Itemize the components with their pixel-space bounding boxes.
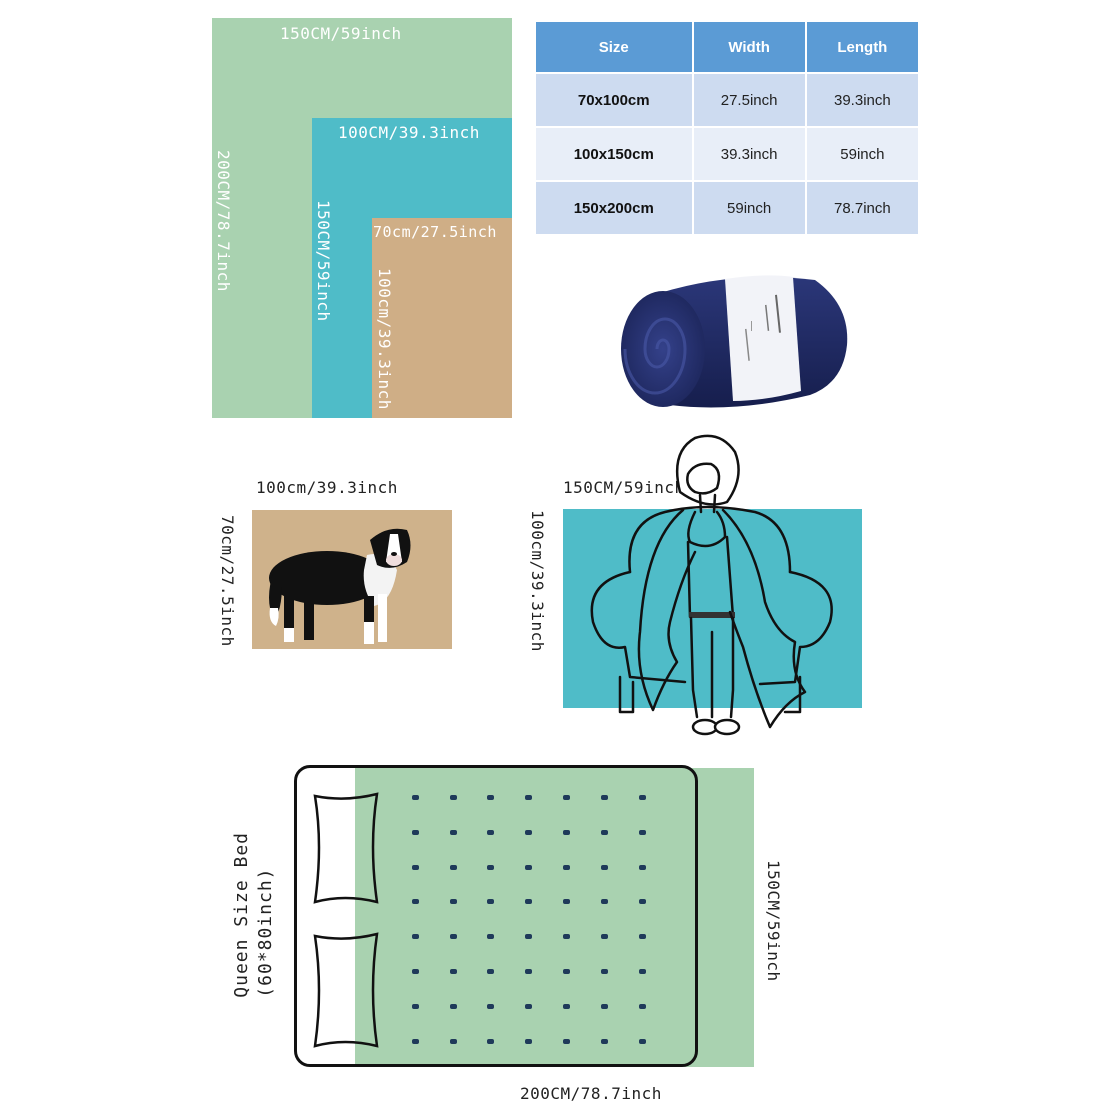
cell-size: 150x200cm <box>536 182 692 234</box>
cell-length: 39.3inch <box>806 74 918 126</box>
small-width-label: 70cm/27.5inch <box>373 223 497 241</box>
large-width-label: 150CM/59inch <box>280 24 402 43</box>
bed-blanket-width-label: 200CM/78.7inch <box>520 1084 662 1103</box>
bed-size-label: Queen Size Bed (60*80inch) <box>230 832 278 998</box>
person-in-chair-icon <box>585 432 845 737</box>
large-height-label: 200CM/78.7inch <box>214 150 233 292</box>
bed-blanket <box>355 768 754 1067</box>
header-width: Width <box>693 22 805 72</box>
cell-width: 59inch <box>693 182 805 234</box>
bed-name: Queen Size Bed <box>231 832 252 998</box>
cell-width: 39.3inch <box>693 128 805 180</box>
dog-blanket-panel <box>252 510 452 649</box>
cell-width: 27.5inch <box>693 74 805 126</box>
blanket-dot-pattern <box>412 795 646 1044</box>
bed-dims: (60*80inch) <box>255 867 276 998</box>
rolled-blanket-image <box>615 265 855 415</box>
dog-icon <box>269 528 411 644</box>
small-height-label: 100cm/39.3inch <box>375 268 394 410</box>
table-header-row: Size Width Length <box>536 22 918 72</box>
medium-height-label: 150CM/59inch <box>314 200 333 322</box>
cell-length: 59inch <box>806 128 918 180</box>
table-row: 70x100cm 27.5inch 39.3inch <box>536 74 918 126</box>
medium-width-label: 100CM/39.3inch <box>338 123 480 142</box>
bed-blanket-height-label: 150CM/59inch <box>764 860 783 982</box>
pillows-icon <box>305 790 385 1060</box>
blanket-size-small <box>372 218 512 418</box>
dog-width-label: 100cm/39.3inch <box>256 478 398 497</box>
queen-bed-outline <box>294 765 698 1067</box>
dog-height-label: 70cm/27.5inch <box>218 515 237 647</box>
table-row: 100x150cm 39.3inch 59inch <box>536 128 918 180</box>
person-height-label: 100cm/39.3inch <box>528 510 547 652</box>
person-width-label: 150CM/59inch <box>563 478 685 497</box>
cell-size: 70x100cm <box>536 74 692 126</box>
cell-length: 78.7inch <box>806 182 918 234</box>
header-length: Length <box>806 22 918 72</box>
header-size: Size <box>536 22 692 72</box>
table-row: 150x200cm 59inch 78.7inch <box>536 182 918 234</box>
size-table: Size Width Length 70x100cm 27.5inch 39.3… <box>534 20 920 236</box>
cell-size: 100x150cm <box>536 128 692 180</box>
